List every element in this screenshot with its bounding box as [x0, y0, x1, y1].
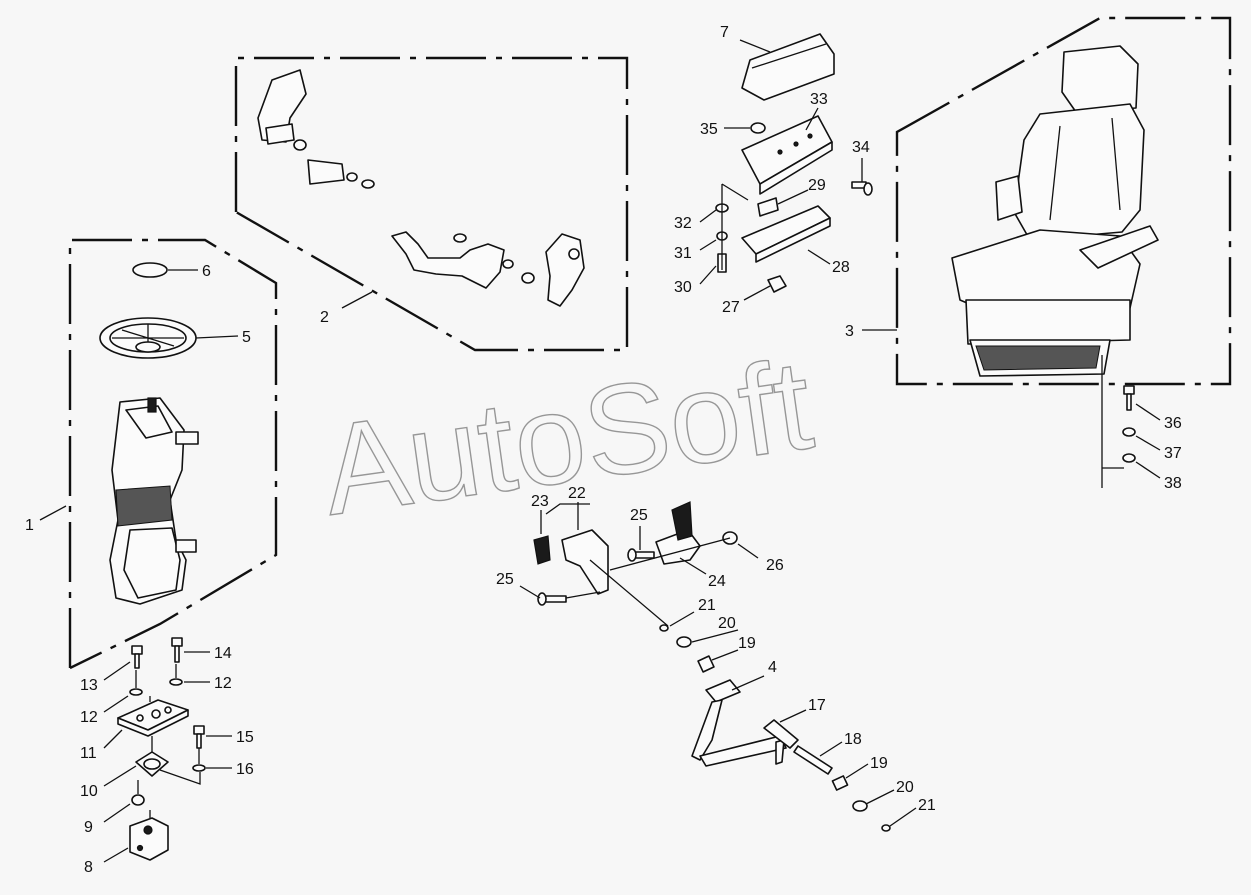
callout-18: 18: [844, 731, 862, 748]
part-27-nut: [767, 275, 787, 293]
part-11-plate: [117, 699, 189, 737]
callout-35: 35: [700, 121, 718, 138]
part-9-nut: [131, 794, 145, 806]
frame-group-3: [895, 16, 1232, 386]
callout-12-left: 12: [80, 709, 98, 726]
part-8-valve: [129, 817, 169, 861]
part-2-seat-belt: [257, 69, 585, 307]
watermark: AutoSoft: [314, 333, 820, 543]
part-12-washer-left: [129, 688, 143, 696]
part-34-screw: [851, 181, 873, 196]
callout-24: 24: [708, 573, 726, 590]
part-35-nut: [750, 122, 766, 134]
callout-3: 3: [845, 323, 854, 340]
callout-38: 38: [1164, 475, 1182, 492]
callout-19-lower: 19: [870, 755, 888, 772]
callout-6: 6: [202, 263, 211, 280]
callout-5: 5: [242, 329, 251, 346]
leader-armrest: [721, 183, 749, 270]
part-7-armrest-pad: [741, 33, 835, 101]
callout-25-lower: 25: [496, 571, 514, 588]
part-28-rail: [741, 205, 831, 263]
part-19-bushing-lower: [831, 775, 849, 791]
callout-leaders: [39, 39, 1161, 863]
callout-36: 36: [1164, 415, 1182, 432]
callout-2: 2: [320, 309, 329, 326]
part-36-bolt: [1123, 385, 1135, 411]
callout-28: 28: [832, 259, 850, 276]
callout-32: 32: [674, 215, 692, 232]
callout-19-upper: 19: [738, 635, 756, 652]
part-4-pedal: [691, 679, 787, 767]
part-19-bushing-upper: [697, 655, 715, 673]
callout-20-upper: 20: [718, 615, 736, 632]
callout-9: 9: [84, 819, 93, 836]
callout-12-right: 12: [214, 675, 232, 692]
part-10-flange: [135, 751, 169, 777]
part-15-bolt: [193, 725, 205, 749]
callout-17: 17: [808, 697, 826, 714]
callout-25-upper: 25: [630, 507, 648, 524]
callout-1: 1: [25, 517, 34, 534]
part-37-washer: [1122, 427, 1136, 437]
callout-10: 10: [80, 783, 98, 800]
callout-21-lower: 21: [918, 797, 936, 814]
callout-26: 26: [766, 557, 784, 574]
callout-13: 13: [80, 677, 98, 694]
callout-27: 27: [722, 299, 740, 316]
part-18-pin: [793, 745, 833, 775]
callout-15: 15: [236, 729, 254, 746]
part-17-tube: [763, 719, 799, 749]
part-20-washer-upper: [676, 636, 692, 648]
callout-4: 4: [768, 659, 777, 676]
part-25-screw-lower: [537, 592, 567, 606]
frame-group-1: [68, 238, 278, 670]
part-3-seat: [951, 45, 1159, 377]
part-29-clip: [757, 197, 779, 217]
part-24-switch: [655, 501, 701, 565]
callout-29: 29: [808, 177, 826, 194]
frame-group-2: [234, 56, 629, 352]
callout-21-upper: 21: [698, 597, 716, 614]
part-21-ring-upper: [659, 624, 669, 632]
part-25-screw-upper: [627, 548, 655, 562]
part-1-joystick-console: [109, 397, 199, 605]
callout-16: 16: [236, 761, 254, 778]
part-22-bracket: [561, 529, 609, 595]
callout-8: 8: [84, 859, 93, 876]
part-21-ring-lower: [881, 824, 891, 832]
callout-34: 34: [852, 139, 870, 156]
callout-20-lower: 20: [896, 779, 914, 796]
callout-11: 11: [80, 745, 97, 762]
callout-23: 23: [531, 493, 549, 510]
callout-37: 37: [1164, 445, 1182, 462]
callout-22: 22: [568, 485, 586, 502]
part-12-washer-right: [169, 678, 183, 686]
part-16-washer: [192, 764, 206, 772]
part-23-spring: [533, 535, 551, 565]
part-20-washer-lower: [852, 800, 868, 812]
callout-7: 7: [720, 24, 729, 41]
callout-31: 31: [674, 245, 692, 262]
leader-seat-post: [1101, 355, 1124, 488]
part-6-cap: [132, 262, 168, 278]
part-5-cover: [99, 317, 197, 359]
callout-30: 30: [674, 279, 692, 296]
part-33-bracket: [741, 115, 833, 195]
part-14-bolt: [171, 637, 183, 663]
callout-33: 33: [810, 91, 828, 108]
part-13-bolt: [131, 645, 143, 669]
leader-group1-hardware: [135, 664, 201, 818]
leader-pedal-axis: [565, 537, 731, 627]
callout-14: 14: [214, 645, 232, 662]
part-38-washer: [1122, 453, 1136, 463]
